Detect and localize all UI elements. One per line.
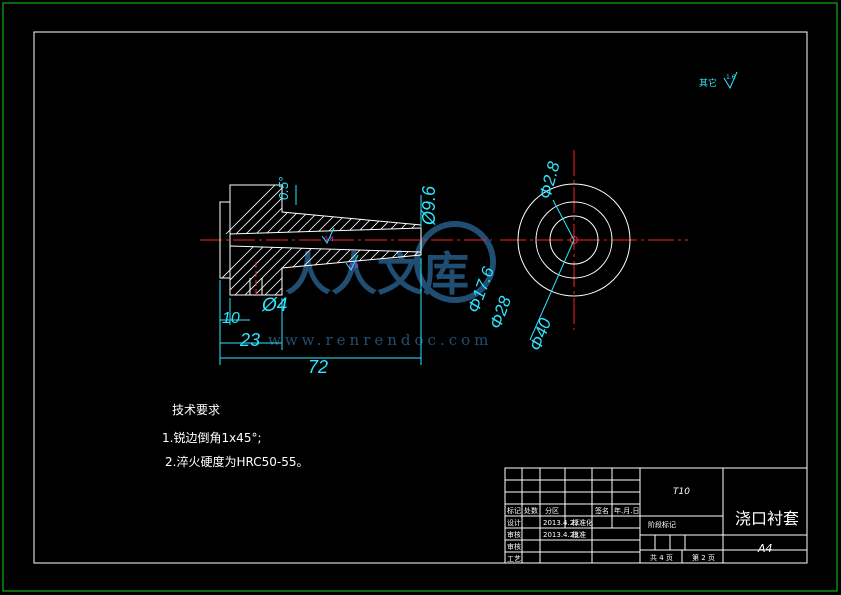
- tech-requirements: 技术要求 1.锐边倒角1x45°; 2.淬火硬度为HRC50-55。: [162, 403, 308, 469]
- watermark: 人人文库 www.renrendoc.com: [268, 221, 496, 349]
- tb-design-date: 2013.4.23: [543, 519, 579, 527]
- dim-length-small: 10: [222, 310, 240, 327]
- watermark-text: 人人文库: [285, 247, 469, 301]
- tb-qty-label: 处数: [524, 506, 538, 515]
- dim-d-outer: Φ40: [526, 315, 555, 353]
- dim-bore-diameter: Ø9.6: [419, 185, 439, 226]
- tb-approve-label: 批准: [572, 530, 586, 539]
- circle-inner: [549, 215, 599, 265]
- svg-text:0.8: 0.8: [324, 236, 334, 243]
- tb-sheets-label: 共 4 页: [650, 553, 673, 562]
- tb-review-date: 2013.4.23: [543, 531, 579, 539]
- tb-material: T10: [673, 487, 690, 497]
- tb-sign-label: 签名: [595, 506, 609, 515]
- svg-text:0.8: 0.8: [349, 263, 359, 270]
- title-block: 标记 处数 分区 签名 年.月.日 设计 2013.4.23 标准化 审核 20…: [504, 467, 808, 564]
- dim-leader-outer: [529, 239, 575, 341]
- tech-requirement-item-2: 2.淬火硬度为HRC50-55。: [165, 454, 308, 469]
- dim-d-mid: Φ28: [486, 293, 515, 331]
- watermark-url: www.renrendoc.com: [268, 331, 492, 349]
- tb-zone-label: 分区: [545, 506, 559, 515]
- tech-requirements-title: 技术要求: [172, 403, 220, 417]
- tb-design-label: 设计: [507, 518, 521, 527]
- dim-lines: [219, 185, 422, 365]
- watermark-logo-circle: [414, 221, 496, 303]
- roughness-mark-2: 0.8: [345, 254, 359, 271]
- end-view: Φ2.8 Φ17.6 Φ28 Φ40: [464, 150, 688, 353]
- circle-mid: [535, 201, 613, 279]
- title-block-grid: [505, 468, 807, 563]
- bore-top: [229, 227, 422, 235]
- dim-angle: 0.5°: [276, 177, 291, 200]
- drawing-border: [33, 31, 808, 564]
- roughness-mark-1: 0.8: [321, 227, 335, 244]
- circle-outer: [517, 183, 631, 297]
- roughness-note: 其它 1.6: [699, 71, 738, 90]
- tb-standard-label: 标准化: [572, 518, 593, 527]
- tb-sheet-size: A4: [757, 542, 773, 555]
- tb-sheet-label: 第 2 页: [692, 553, 715, 562]
- tb-date-label: 年.月.日: [614, 506, 639, 515]
- dim-length-total: 72: [308, 357, 328, 377]
- dim-d-hole: Φ2.8: [536, 159, 564, 201]
- roughness-note-value: 1.6: [726, 74, 736, 81]
- tb-stage-label: 阶段标记: [648, 520, 676, 529]
- dim-leader-hole: [552, 199, 575, 241]
- tb-part-name: 浇口衬套: [735, 509, 799, 528]
- tb-process-label: 工艺: [507, 555, 521, 563]
- tb-review-label: 审核: [507, 530, 521, 539]
- tb-check-label: 审核: [507, 542, 521, 551]
- circle-hole: [570, 236, 578, 244]
- roughness-note-label: 其它: [699, 77, 717, 89]
- dim-hole-diameter: Ø4: [261, 295, 287, 316]
- tb-mark-label: 标记: [507, 506, 521, 515]
- dim-length-head: 23: [239, 330, 260, 350]
- tech-requirement-item-1: 1.锐边倒角1x45°;: [162, 431, 262, 445]
- roughness-note-icon: [723, 71, 738, 90]
